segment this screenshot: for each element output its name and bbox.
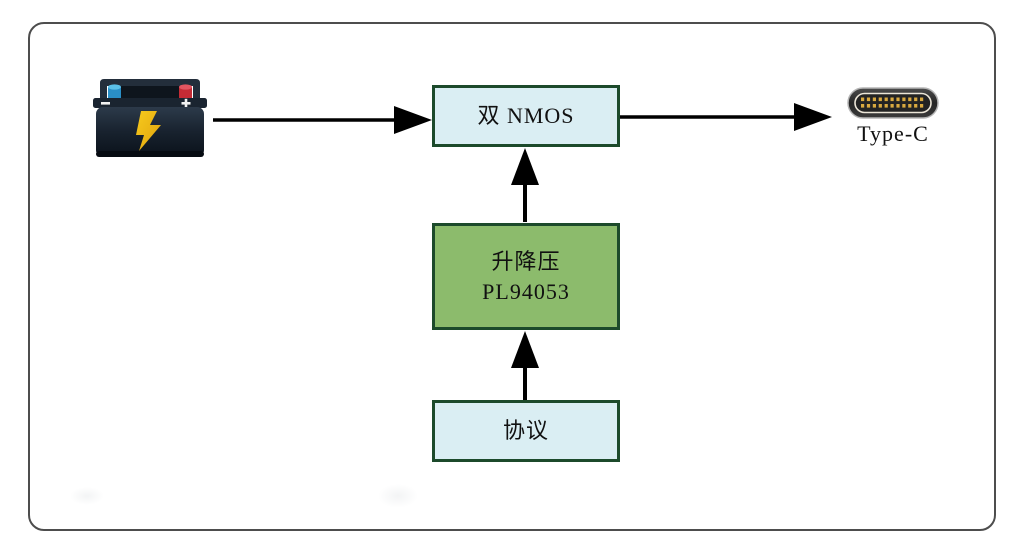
node-dual-nmos-label: 双 NMOS: [477, 103, 575, 128]
node-dual-nmos: 双 NMOS: [432, 85, 620, 147]
battery-positive-terminal: [179, 87, 192, 99]
node-buck-boost-label-line2: PL94053: [482, 278, 570, 304]
node-buck-boost-label-line1: 升降压: [491, 248, 561, 274]
battery-back-panel: [113, 86, 187, 101]
battery-icon: [93, 74, 207, 159]
battery-icon-svg: [93, 79, 207, 157]
plus-sign-vertical: [184, 98, 188, 108]
type-c-inner-outline: [854, 92, 932, 114]
minus-sign: [101, 102, 110, 105]
watermark-smudge: [378, 484, 418, 508]
usb-type-c-connector-icon: [847, 87, 939, 119]
watermark-smudge: [70, 487, 104, 505]
battery-handle: [100, 79, 200, 108]
node-protocol: 协议: [432, 400, 620, 462]
battery-positive-terminal-top: [179, 84, 192, 90]
battery-lip: [93, 98, 207, 108]
type-c-label: Type-C: [857, 121, 929, 146]
node-protocol-label: 协议: [502, 418, 549, 443]
battery-negative-terminal-top: [108, 84, 121, 90]
node-buck-boost: 升降压 PL94053: [432, 223, 620, 330]
lightning-bolt-icon: [136, 111, 161, 151]
diagram-frame: [28, 22, 996, 531]
battery-negative-terminal: [108, 87, 121, 99]
type-c-svg: [847, 87, 939, 119]
type-c-pins: [861, 97, 924, 108]
battery-body-base: [96, 151, 204, 157]
